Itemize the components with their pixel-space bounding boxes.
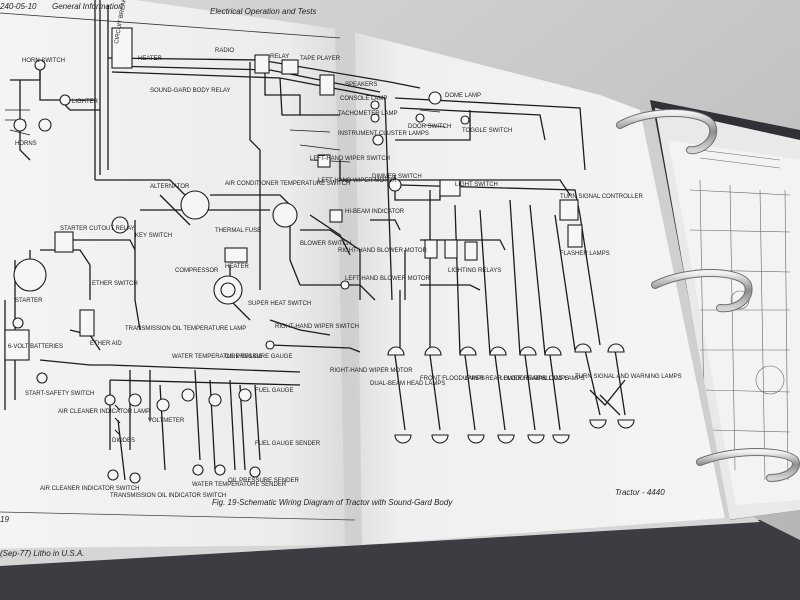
page-number: 19 <box>0 515 9 524</box>
label-batteries: 6-VOLT BATTERIES <box>8 344 63 350</box>
label-console-lamp: CONSOLE LAMP <box>340 96 387 102</box>
print-note: (Sep-77) Litho in U.S.A. <box>0 549 84 558</box>
label-right-blower-motor: RIGHT-HAND BLOWER MOTOR <box>338 248 428 254</box>
label-lighting-relays: LIGHTING RELAYS <box>448 268 501 274</box>
label-speakers: SPEAKERS <box>345 82 377 88</box>
component-labels: HORN SWITCH HORNS LIGHTER CIRCUIT BREAKE… <box>8 0 682 499</box>
label-hi-beam-indicator: HI-BEAM INDICATOR <box>345 209 405 215</box>
label-superheat-switch: SUPER HEAT SWITCH <box>248 301 311 307</box>
label-light-switch: LIGHT SWITCH <box>455 182 498 188</box>
label-toggle-switch: TOGGLE SWITCH <box>462 128 512 134</box>
label-alternator: ALTERNATOR <box>150 184 190 190</box>
label-door-switch: DOOR SWITCH <box>408 124 451 130</box>
label-radio: RADIO <box>215 48 234 54</box>
label-air-conditioner-switch: AIR CONDITIONER TEMPERATURE SWITCH <box>225 181 350 187</box>
label-dual-beam-head-lamps: DUAL-BEAM HEAD LAMPS <box>370 381 445 387</box>
label-tachometer-lamp: TACHOMETER LAMP <box>338 111 398 117</box>
label-trans-oil-temp-lamp: TRANSMISSION OIL TEMPERATURE LAMP <box>125 326 246 332</box>
label-fuel-gauge-sender: FUEL GAUGE SENDER <box>255 441 321 447</box>
right-page <box>345 30 730 545</box>
label-start-safety-switch: START-SAFETY SWITCH <box>25 391 94 397</box>
label-left-wiper-switch: LEFT-HAND WIPER SWITCH <box>310 156 390 162</box>
label-water-temp-gauge: WATER TEMPERATURE GAUGE <box>172 354 263 360</box>
figure-caption: Fig. 19-Schematic Wiring Diagram of Trac… <box>212 498 453 507</box>
left-header-title: General Information <box>52 2 123 11</box>
label-lower-rear-flood-lamps: LOWER REAR FLOOD LAMPS <box>500 376 585 382</box>
label-thermal-fuse: THERMAL FUSE <box>215 228 261 234</box>
component-symbols <box>4 27 635 484</box>
label-tape-player: TAPE PLAYER <box>300 56 341 62</box>
label-flasher-lamps: FLASHER LAMPS <box>560 251 610 257</box>
label-horn-switch: HORN SWITCH <box>22 58 65 64</box>
back-page <box>655 108 800 520</box>
label-ether-switch: ETHER SWITCH <box>92 281 138 287</box>
label-water-temp-sender: WATER TEMPERATURE SENDER <box>192 482 287 488</box>
label-oil-pressure-sender: OIL PRESSURE SENDER <box>228 478 299 484</box>
label-right-wiper-switch: RIGHT-HAND WIPER SWITCH <box>275 324 359 330</box>
label-sound-gard-relay: SOUND-GARD BODY RELAY <box>150 88 230 94</box>
label-right-wiper-motor: RIGHT-HAND WIPER MOTOR <box>330 368 413 374</box>
label-key-switch: KEY SWITCH <box>135 233 172 239</box>
label-dimmer-switch: DIMMER SWITCH <box>372 174 422 180</box>
label-starter-relay: STARTER CUTOUT RELAY <box>60 226 135 232</box>
label-compressor: COMPRESSOR <box>175 268 219 274</box>
label-left-wiper-motor: LEFT-HAND WIPER MOTOR <box>318 178 397 184</box>
label-trans-oil-switch: TRANSMISSION OIL INDICATOR SWITCH <box>110 493 226 499</box>
label-heater: HEATER <box>225 264 250 270</box>
section-code: 240-05-10 <box>0 2 37 11</box>
label-lighter: LIGHTER <box>72 99 99 105</box>
label-turn-signal-warning-lamps: TURN SIGNAL AND WARNING LAMPS <box>575 374 682 380</box>
label-ether-aid: ETHER AID <box>90 341 122 347</box>
label-diodes: DIODES <box>112 438 135 444</box>
label-oil-pressure-gauge: OIL PRESSURE GAUGE <box>225 354 292 360</box>
label-voltmeter: VOLTMETER <box>148 418 185 424</box>
label-air-cleaner-switch: AIR CLEANER INDICATOR SWITCH <box>40 486 139 492</box>
label-starter: STARTER <box>15 298 43 304</box>
model-label: Tractor - 4440 <box>615 488 665 497</box>
label-front-flood-lamps: FRONT FLOOD LAMPS <box>420 376 485 382</box>
label-air-cleaner-lamp: AIR CLEANER INDICATOR LAMP <box>58 409 150 415</box>
label-tail-lamps: TAIL LAMPS <box>535 376 569 382</box>
label-instrument-cluster: INSTRUMENT CLUSTER LAMPS <box>338 131 429 137</box>
label-relay: RELAY <box>270 54 289 60</box>
label-heater-fuse: HEATER <box>138 56 163 62</box>
left-page <box>0 0 360 548</box>
label-dome-lamp: DOME LAMP <box>445 93 481 99</box>
label-turn-signal-controller: TURN SIGNAL CONTROLLER <box>560 194 643 200</box>
label-upper-rear-flood-lamps: UPPER REAR FLOOD LAMPS <box>463 376 546 382</box>
label-left-blower-motor: LEFT-HAND BLOWER MOTOR <box>345 276 431 282</box>
label-horns: HORNS <box>15 141 37 147</box>
right-header-title: Electrical Operation and Tests <box>210 7 316 16</box>
label-fuel-gauge: FUEL GAUGE <box>255 388 293 394</box>
label-blower-switch: BLOWER SWITCH <box>300 241 351 247</box>
binder-rings <box>616 109 800 482</box>
